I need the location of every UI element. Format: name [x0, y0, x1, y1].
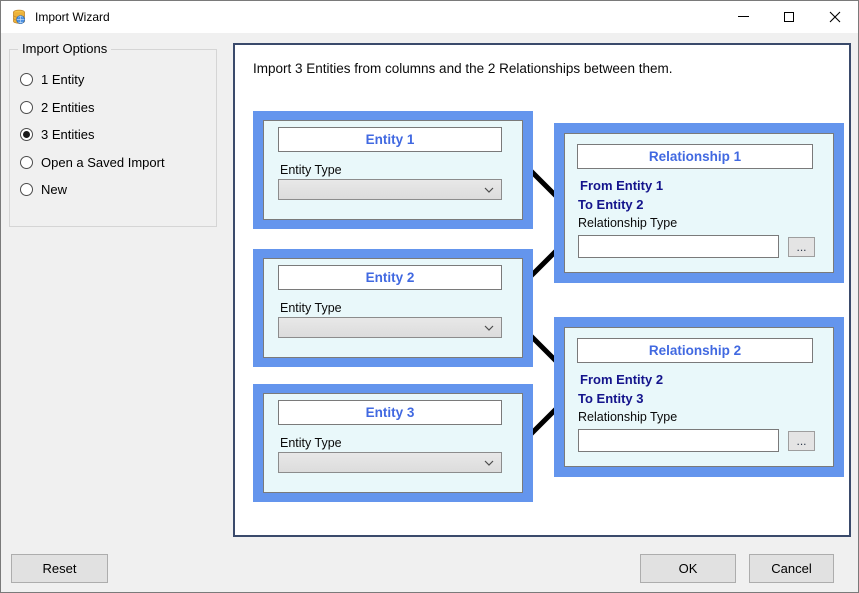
relationship-2-box: Relationship 2 From Entity 2 To Entity 3…: [554, 317, 844, 477]
radio-icon[interactable]: [20, 128, 33, 142]
entity-1-box: Entity 1 Entity Type: [253, 111, 533, 229]
entity-2-box: Entity 2 Entity Type: [253, 249, 533, 367]
window-title: Import Wizard: [35, 10, 110, 24]
chevron-down-icon: [484, 460, 494, 466]
entity-type-label: Entity Type: [280, 301, 342, 315]
radio-label: 1 Entity: [41, 72, 85, 88]
radio-3-entities[interactable]: 3 Entities: [20, 121, 210, 149]
relationship-1-browse-button[interactable]: ...: [788, 237, 815, 257]
entity-type-label: Entity Type: [280, 163, 342, 177]
from-entity-label: From Entity 2: [580, 372, 664, 387]
relationship-1-type-input[interactable]: [578, 235, 779, 258]
minimize-button[interactable]: [720, 1, 766, 32]
panel-heading: Import 3 Entities from columns and the 2…: [253, 61, 673, 76]
chevron-down-icon: [484, 325, 494, 331]
group-label: Import Options: [18, 41, 112, 56]
relationship-type-label: Relationship Type: [578, 216, 678, 230]
radio-label: 2 Entities: [41, 99, 95, 115]
relationship-2-type-input[interactable]: [578, 429, 779, 452]
to-entity-label: To Entity 2: [578, 197, 644, 212]
maximize-button[interactable]: [766, 1, 812, 32]
ok-button[interactable]: OK: [640, 554, 736, 583]
radio-icon[interactable]: [20, 73, 33, 87]
radio-1-entity[interactable]: 1 Entity: [20, 66, 210, 94]
entity-3-title: Entity 3: [278, 400, 502, 425]
chevron-down-icon: [484, 187, 494, 193]
radio-label: Open a Saved Import: [41, 154, 165, 170]
entity-1-type-select[interactable]: [278, 179, 502, 200]
diagram-panel: Import 3 Entities from columns and the 2…: [233, 43, 851, 537]
radio-open-saved-import[interactable]: Open a Saved Import: [20, 149, 210, 177]
relationship-type-label: Relationship Type: [578, 410, 678, 424]
titlebar: Import Wizard: [1, 1, 858, 33]
radio-label: 3 Entities: [41, 127, 95, 143]
minimize-icon: [737, 16, 749, 17]
entity-type-label: Entity Type: [280, 436, 342, 450]
maximize-icon: [784, 11, 794, 22]
radio-new[interactable]: New: [20, 176, 210, 204]
entity-3-box: Entity 3 Entity Type: [253, 384, 533, 502]
entity-1-title: Entity 1: [278, 127, 502, 152]
cancel-button[interactable]: Cancel: [749, 554, 834, 583]
entity-3-type-select[interactable]: [278, 452, 502, 473]
radio-2-entities[interactable]: 2 Entities: [20, 94, 210, 122]
close-icon: [829, 11, 841, 22]
entity-2-type-select[interactable]: [278, 317, 502, 338]
relationship-2-browse-button[interactable]: ...: [788, 431, 815, 451]
radio-icon[interactable]: [20, 183, 33, 197]
relationship-1-title: Relationship 1: [577, 144, 813, 169]
database-icon: [13, 9, 25, 24]
to-entity-label: To Entity 3: [578, 391, 644, 406]
radio-icon[interactable]: [20, 155, 33, 169]
radio-label: New: [41, 182, 68, 198]
reset-button[interactable]: Reset: [11, 554, 108, 583]
import-options-group: Import Options 1 Entity 2 Entities 3 Ent…: [9, 41, 217, 227]
from-entity-label: From Entity 1: [580, 178, 664, 193]
entity-2-title: Entity 2: [278, 265, 502, 290]
relationship-1-box: Relationship 1 From Entity 1 To Entity 2…: [554, 123, 844, 283]
relationship-2-title: Relationship 2: [577, 338, 813, 363]
radio-icon[interactable]: [20, 100, 33, 114]
close-button[interactable]: [812, 1, 858, 32]
import-options-list: 1 Entity 2 Entities 3 Entities Open a Sa…: [20, 66, 210, 204]
